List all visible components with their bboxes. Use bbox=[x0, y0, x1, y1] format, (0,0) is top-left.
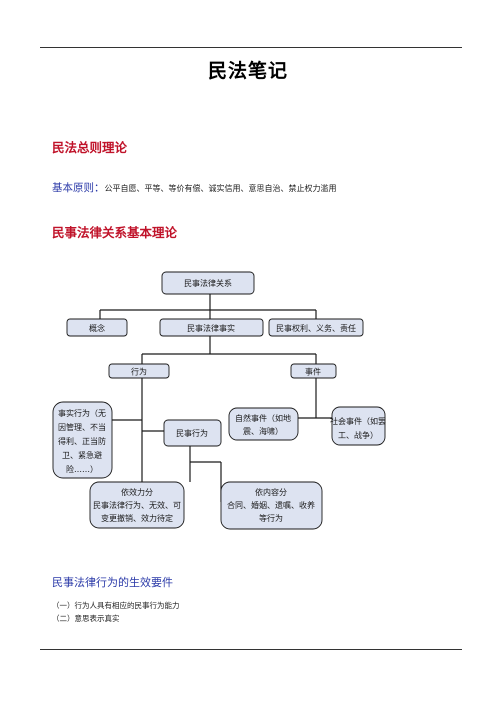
section-heading-validity-requirements: 民事法律行为的生效要件 bbox=[52, 576, 173, 589]
node-by-effect-line-3: 变更撤销、效力待定 bbox=[101, 513, 173, 523]
node-by-effect bbox=[89, 481, 185, 529]
node-social-event bbox=[331, 406, 386, 446]
connector-lines bbox=[99, 294, 332, 502]
node-concept bbox=[66, 318, 128, 337]
node-civil-act bbox=[163, 419, 222, 447]
node-act-label: 行为 bbox=[131, 367, 147, 377]
node-rights-duties-liability bbox=[268, 318, 364, 337]
node-civil-legal-relation bbox=[161, 271, 255, 295]
node-event bbox=[290, 363, 337, 379]
basic-principles: 基本原则：公平自愿、平等、等价有偿、诚实信用、意思自治、禁止权力滥用 bbox=[52, 180, 337, 195]
node-factual-act-line-1: 事实行为（无 bbox=[58, 408, 106, 418]
node-by-effect-line-2: 民事法律行为、无效、可 bbox=[93, 500, 181, 510]
page-title: 民法笔记 bbox=[207, 60, 288, 82]
node-concept-label: 概念 bbox=[89, 323, 105, 333]
node-civil-legal-fact-label: 民事法律事实 bbox=[187, 323, 235, 333]
node-factual-act-line-3: 得利、正当防 bbox=[58, 436, 106, 446]
node-natural-event-line-1: 自然事件（如地 bbox=[235, 413, 291, 423]
node-act bbox=[108, 363, 170, 379]
validity-item-1: （一）行为人具有相应的民事行为能力 bbox=[52, 601, 180, 610]
node-factual-act bbox=[52, 401, 113, 479]
node-by-content-line-2: 合同、婚姻、遗嘱、收养 bbox=[227, 500, 315, 510]
node-factual-act-line-2: 因管理、不当 bbox=[58, 422, 106, 432]
top-rule bbox=[40, 47, 462, 48]
node-factual-act-line-5: 险……） bbox=[66, 464, 98, 474]
node-natural-event-line-2: 震、海啸） bbox=[243, 426, 283, 436]
node-rights-duties-liability-label: 民事权利、义务、责任 bbox=[276, 323, 356, 333]
section-heading-relation-theory: 民事法律关系基本理论 bbox=[52, 225, 178, 240]
basic-principles-text: 公平自愿、平等、等价有偿、诚实信用、意思自治、禁止权力滥用 bbox=[104, 184, 337, 193]
node-by-effect-line-1: 依效力分 bbox=[121, 487, 153, 497]
section-heading-general-theory: 民法总则理论 bbox=[52, 140, 128, 155]
node-social-event-line-1: 社会事件（如罢 bbox=[330, 416, 386, 426]
node-civil-act-label: 民事行为 bbox=[176, 428, 208, 438]
node-by-content bbox=[220, 481, 323, 530]
node-factual-act-line-4: 卫、紧急避 bbox=[62, 450, 102, 460]
node-by-content-line-1: 依内容分 bbox=[255, 487, 287, 497]
bottom-rule bbox=[40, 649, 462, 650]
node-event-label: 事件 bbox=[305, 367, 321, 377]
node-civil-legal-relation-label: 民事法律关系 bbox=[184, 278, 232, 288]
node-civil-legal-fact bbox=[159, 318, 264, 337]
basic-principles-label: 基本原则： bbox=[52, 182, 105, 194]
node-by-content-line-3: 等行为 bbox=[259, 513, 283, 523]
node-social-event-line-2: 工、战争） bbox=[338, 430, 378, 440]
node-natural-event bbox=[228, 407, 299, 441]
validity-item-2: （二）意思表示真实 bbox=[52, 614, 120, 623]
